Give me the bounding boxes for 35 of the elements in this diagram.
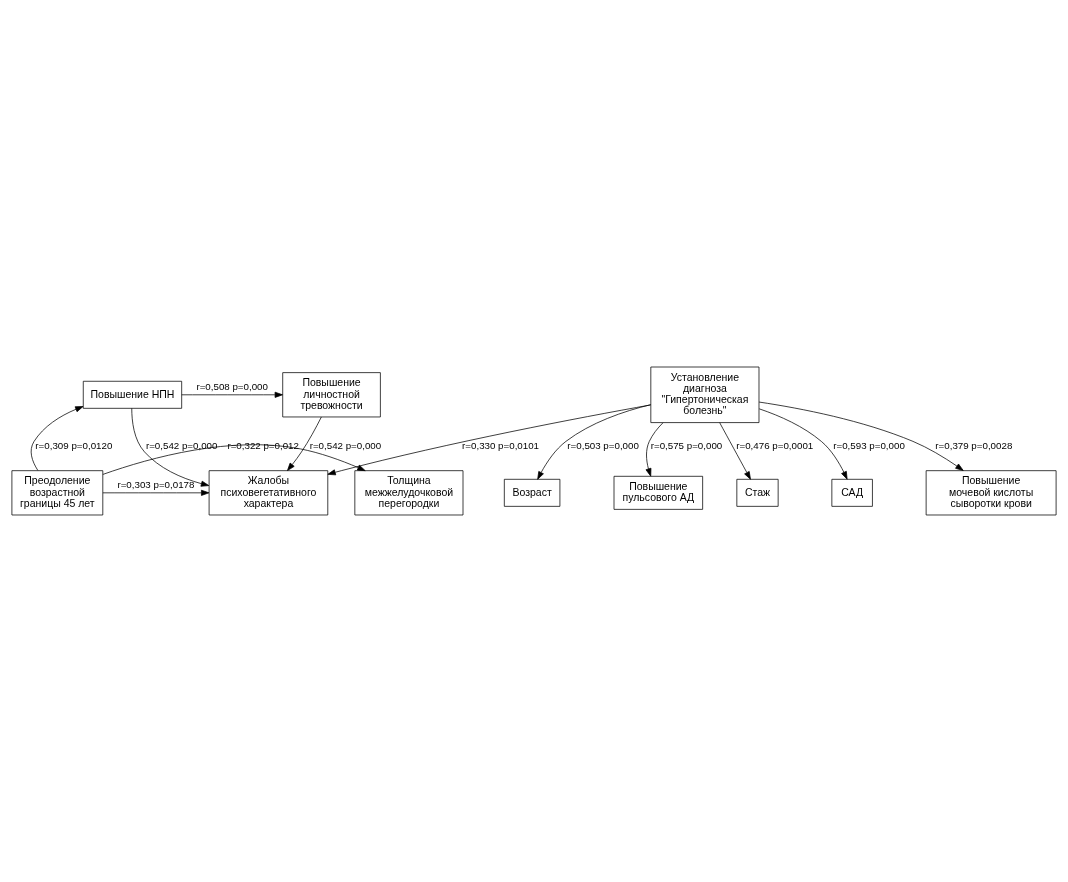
edge-label: r=0,575 p=0,000 (650, 440, 723, 452)
node-box: Жалобы психовегетативного характера (208, 470, 329, 516)
edge-label: r=0,476 p=0,0001 (736, 440, 814, 452)
edge-label: r=0,503 p=0,000 (567, 440, 639, 452)
arrow (30, 406, 84, 471)
arrow (327, 404, 651, 476)
arrow (287, 416, 322, 471)
arrow (758, 408, 848, 480)
edge-label: r=0,322 p=0,012 (227, 440, 299, 452)
node-box: Преодоление возрастной границы 45 лет (11, 470, 104, 516)
edge-label: r=0,379 p=0,0028 (935, 440, 1013, 452)
node-box: Повышение пульсового АД (613, 475, 704, 510)
edge-label: r=0,330 p=0,0101 (462, 440, 540, 452)
edge-label: r=0,593 p=0,000 (833, 440, 905, 452)
arrow (102, 444, 366, 475)
edge-label: r=0,508 p=0,000 (196, 380, 268, 392)
node-box: САД (831, 478, 873, 507)
arrow (758, 401, 964, 471)
node-box: Повышение личностной тревожности (282, 372, 381, 418)
edge-label: r=0,542 p=0,000 (145, 440, 218, 452)
arrow (537, 404, 652, 480)
node-box: Стаж (736, 478, 779, 507)
node-box: Повышение мочевой кислоты сыворотки крови (925, 470, 1057, 516)
node-box: Толщина межжелудочковой перегородки (354, 470, 464, 516)
node-box: Возраст (503, 478, 561, 507)
node-box: Повышение НПН (82, 380, 183, 409)
arrow (719, 422, 751, 480)
edge-label: r=0,303 p=0,0178 (117, 478, 195, 490)
arrow (131, 408, 210, 487)
arrow (645, 422, 664, 477)
arrow (181, 391, 283, 398)
edge-label: r=0,309 p=0,0120 (35, 440, 113, 452)
node-box: Установление диагноза "Гипертоническая болезнь" (650, 366, 760, 423)
edge-label: r=0,542 p=0,000 (309, 440, 382, 452)
arrow (102, 489, 210, 496)
